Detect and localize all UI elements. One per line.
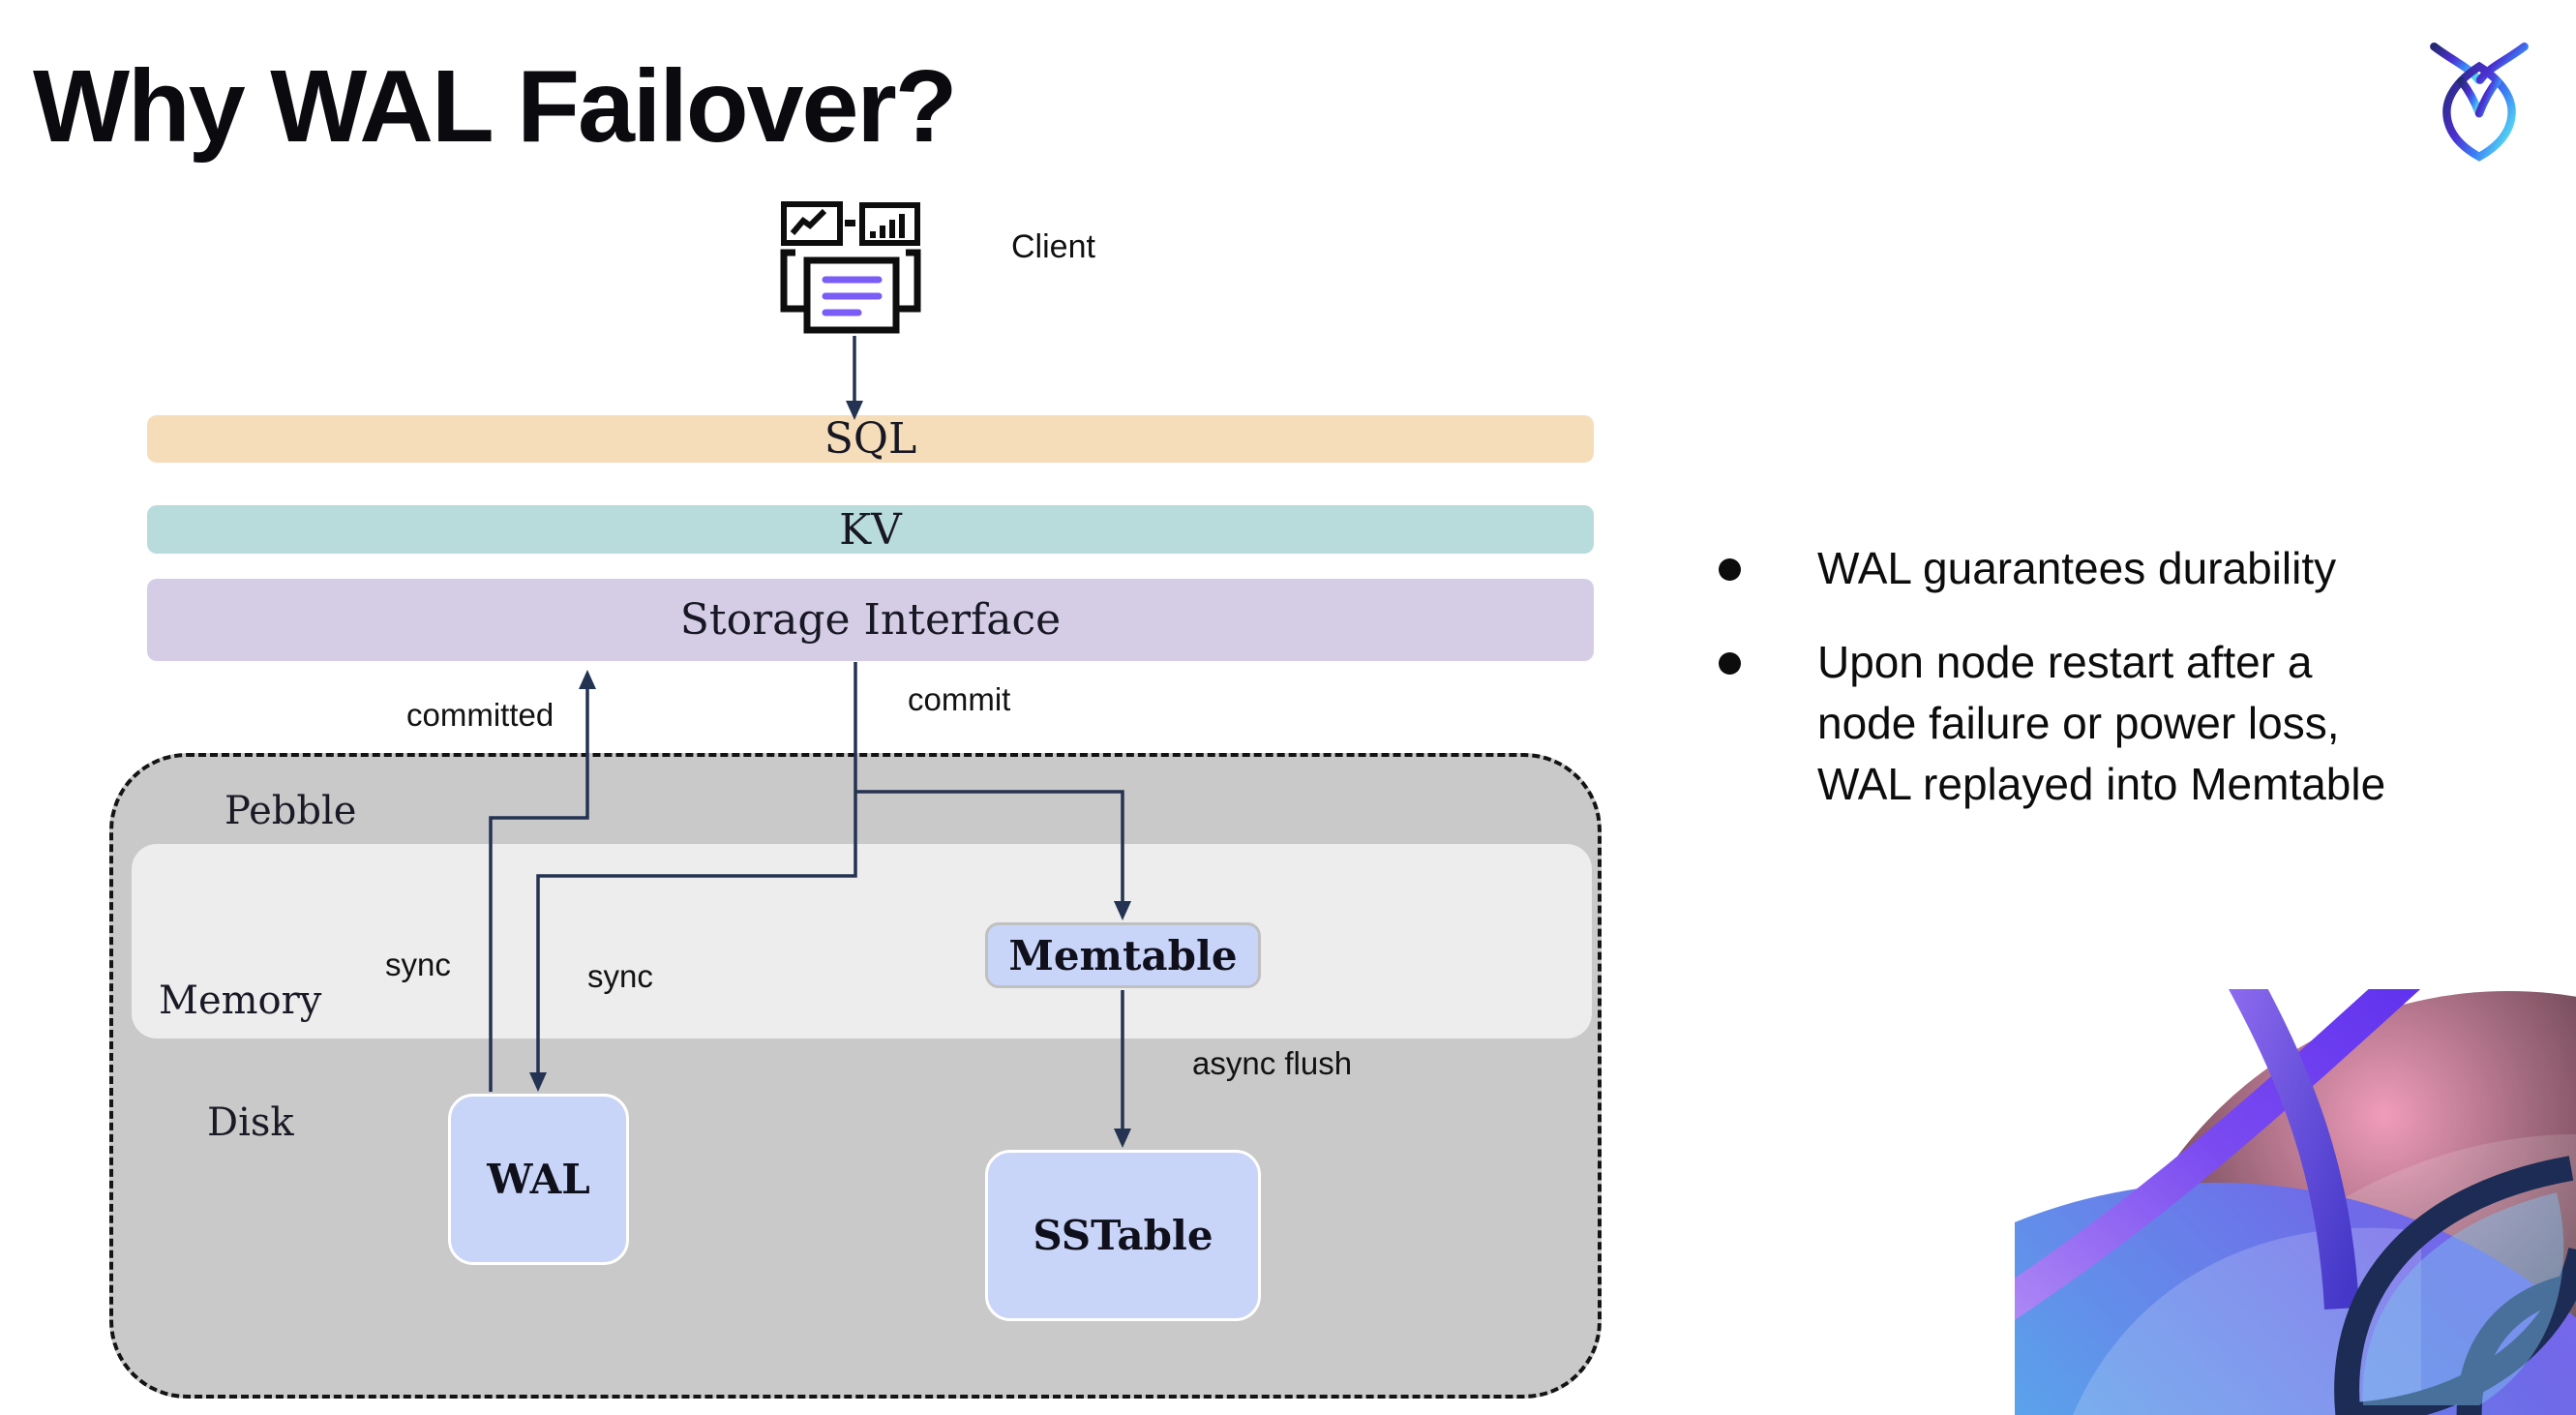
line-chart-icon — [781, 201, 843, 246]
bullet-list: WAL guarantees durability Upon node rest… — [1715, 538, 2547, 848]
memory-label: Memory — [159, 978, 322, 1023]
dash-icon — [845, 220, 855, 226]
edge-label-commit: commit — [908, 681, 1011, 717]
wal-node: WAL — [448, 1094, 629, 1265]
bullet-durability: WAL guarantees durability — [1715, 538, 2417, 599]
layer-storage-interface: Storage Interface — [147, 579, 1594, 661]
brand-graphic — [2015, 989, 2576, 1415]
client-label: Client — [1011, 228, 1095, 265]
memory-region — [132, 844, 1592, 1039]
cockroachdb-logo-icon — [2425, 39, 2533, 166]
bullet-replay: Upon node restart after a node failure o… — [1715, 632, 2417, 815]
bracket-right-icon — [888, 249, 921, 313]
edge-label-sync-right: sync — [587, 958, 653, 994]
disk-label: Disk — [207, 1100, 294, 1145]
sstable-node: SSTable — [985, 1150, 1261, 1321]
memtable-node: Memtable — [985, 922, 1261, 988]
edge-label-committed: committed — [406, 697, 554, 733]
pebble-label: Pebble — [225, 789, 357, 833]
layer-sql: SQL — [147, 414, 1594, 464]
client-workstation-icon — [774, 196, 929, 340]
page-title: Why WAL Failover? — [33, 49, 957, 164]
edge-label-async-flush: async flush — [1192, 1045, 1353, 1081]
bracket-left-icon — [780, 249, 813, 313]
edge-label-sync-left: sync — [385, 947, 451, 982]
layer-kv: KV — [147, 505, 1594, 555]
brand-graphic-icon — [2015, 989, 2576, 1415]
